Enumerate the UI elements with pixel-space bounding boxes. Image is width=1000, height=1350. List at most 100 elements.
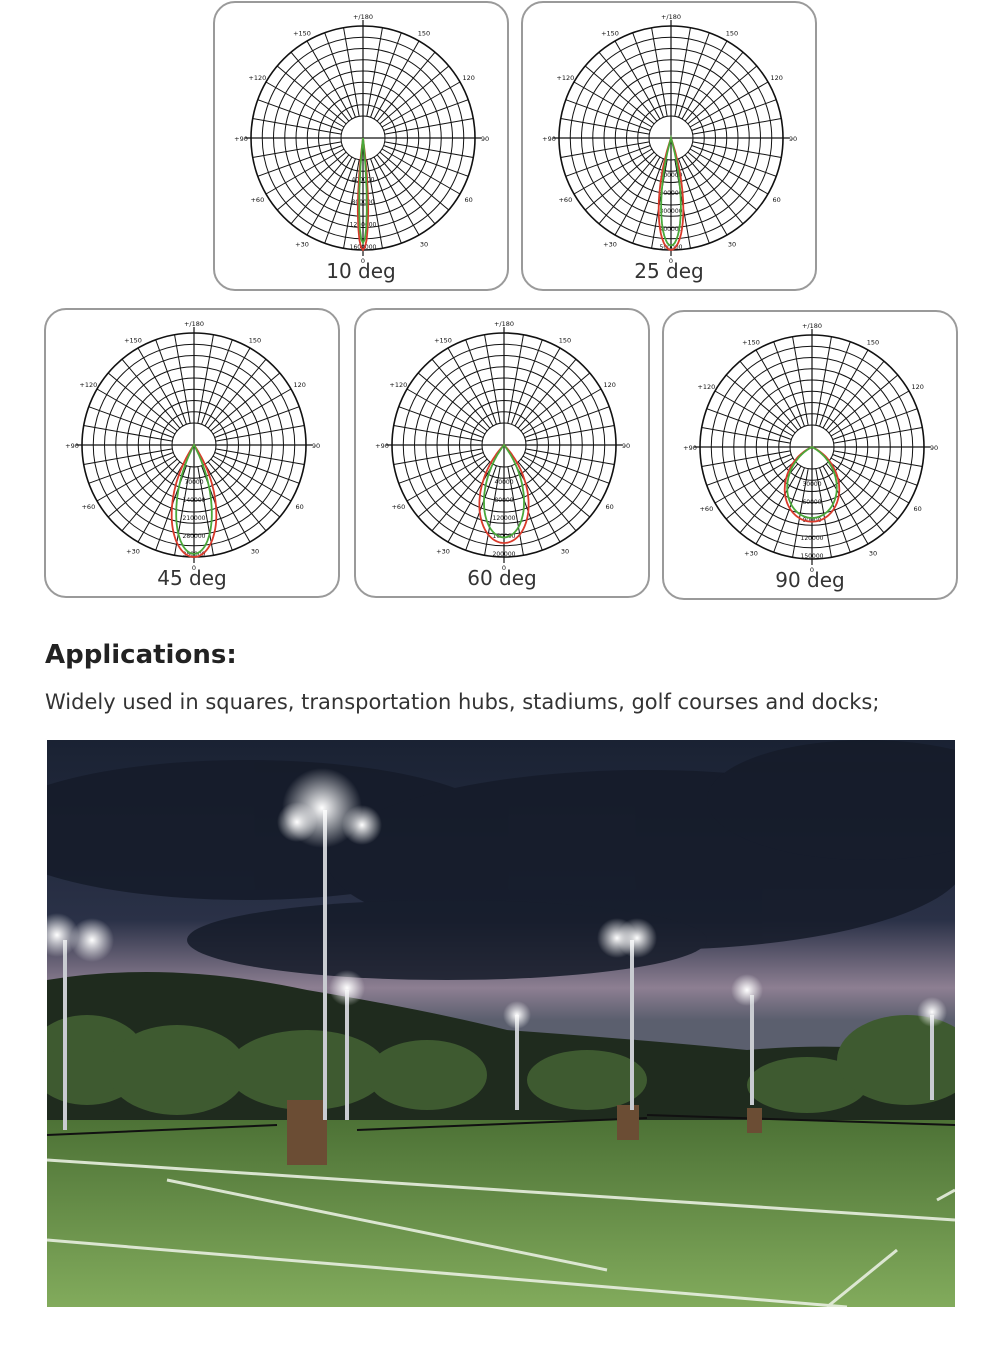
grid-spoke [276,65,347,125]
grid-spoke [565,99,651,131]
grid-spoke [381,81,461,128]
grid-spoke [96,455,176,502]
angle-label: 0 [810,566,814,574]
grid-spoke [560,118,650,135]
grid-spoke [755,349,802,429]
grid-spoke [773,341,805,427]
grid-spoke [522,388,602,435]
angle-label: 0 [669,257,673,265]
court-surface [47,1120,955,1307]
grid-spoke [565,145,651,177]
chart-label: 25 deg [634,259,704,283]
grid-spoke [465,465,497,551]
grid-spoke [832,454,918,486]
grid-spoke [773,467,805,553]
angle-label: 60 [465,196,473,204]
grid-spoke [197,334,214,424]
grid-spoke [614,156,661,236]
grid-spoke [431,461,491,532]
angle-label: +60 [81,503,95,511]
polar-chart-svg: +/1801501209060300+30+60+90+120+15040000… [234,13,489,265]
grid-spoke [522,455,602,502]
grid-spoke [121,461,181,532]
grid-spoke [384,141,474,158]
radial-label: 200000 [493,551,516,558]
grid-spoke [214,406,300,438]
chart-label: 60 deg [467,566,537,590]
grid-spoke [484,334,501,424]
grid-spoke [525,425,615,442]
beam-series-curve [358,137,368,246]
angle-label: +120 [79,381,97,389]
grid-spoke [376,51,436,122]
radial-label: 300000 [660,208,683,215]
grid-spoke [701,450,791,467]
grid-spoke [379,151,450,211]
grid-spoke [507,466,524,556]
angle-label: 150 [726,29,738,37]
grid-spoke [257,99,343,131]
grid-spoke [511,465,543,551]
angle-label: +120 [556,74,574,82]
grid-spoke [417,458,488,518]
grid-spoke [692,141,782,158]
angle-label: 60 [773,196,781,204]
grid-spoke [137,347,184,427]
angle-label: 0 [361,257,365,265]
grid-spoke [525,448,615,465]
grid-spoke [88,452,174,484]
grid-spoke [614,40,661,120]
grid-spoke [828,374,899,434]
angle-label: +90 [375,442,389,450]
angle-label: 90 [312,442,320,450]
grid-spoke [204,347,251,427]
angle-label: 120 [603,381,615,389]
angle-label: +/180 [353,13,373,21]
angle-label: 90 [622,442,630,450]
angle-label: +90 [234,135,248,143]
grid-spoke [514,347,561,427]
grid-spoke [833,427,923,444]
radial-label: 70000 [184,479,203,486]
grid-spoke [632,158,664,244]
beam-series-curve [175,443,213,555]
grid-spoke [484,466,501,556]
clouds [47,740,955,980]
grid-spoke [366,159,383,249]
grid-spoke [324,32,356,118]
grid-spoke [692,118,782,135]
grid-spoke [83,425,173,442]
grid-spoke [691,99,777,131]
grid-spoke [706,454,792,486]
angle-label: +120 [248,74,266,82]
chart-label: 90 deg [775,568,845,592]
grid-spoke [687,151,758,211]
grid-spoke [681,40,728,120]
court-lines [47,1158,955,1307]
grid-spoke [290,51,350,122]
grid-spoke [107,372,178,432]
applications-heading: Applications: [45,640,237,670]
grid-spoke [306,156,353,236]
grid-spoke [584,151,655,211]
grid-spoke [215,425,305,442]
grid-spoke [393,448,483,465]
grid-spoke [598,154,658,225]
angle-label: 0 [192,564,196,572]
angle-label: +90 [683,444,697,452]
grid-spoke [197,466,214,556]
angle-label: +150 [124,336,142,344]
grid-spoke [714,457,794,504]
grid-spoke [379,65,450,125]
angle-label: +150 [293,29,311,37]
grid-spoke [524,406,610,438]
radial-label: 210000 [183,515,206,522]
angle-label: 90 [930,444,938,452]
grid-spoke [370,32,402,118]
grid-spoke [678,158,710,244]
grid-spoke [447,463,494,543]
angle-label: +150 [434,336,452,344]
grid-spoke [815,468,832,558]
